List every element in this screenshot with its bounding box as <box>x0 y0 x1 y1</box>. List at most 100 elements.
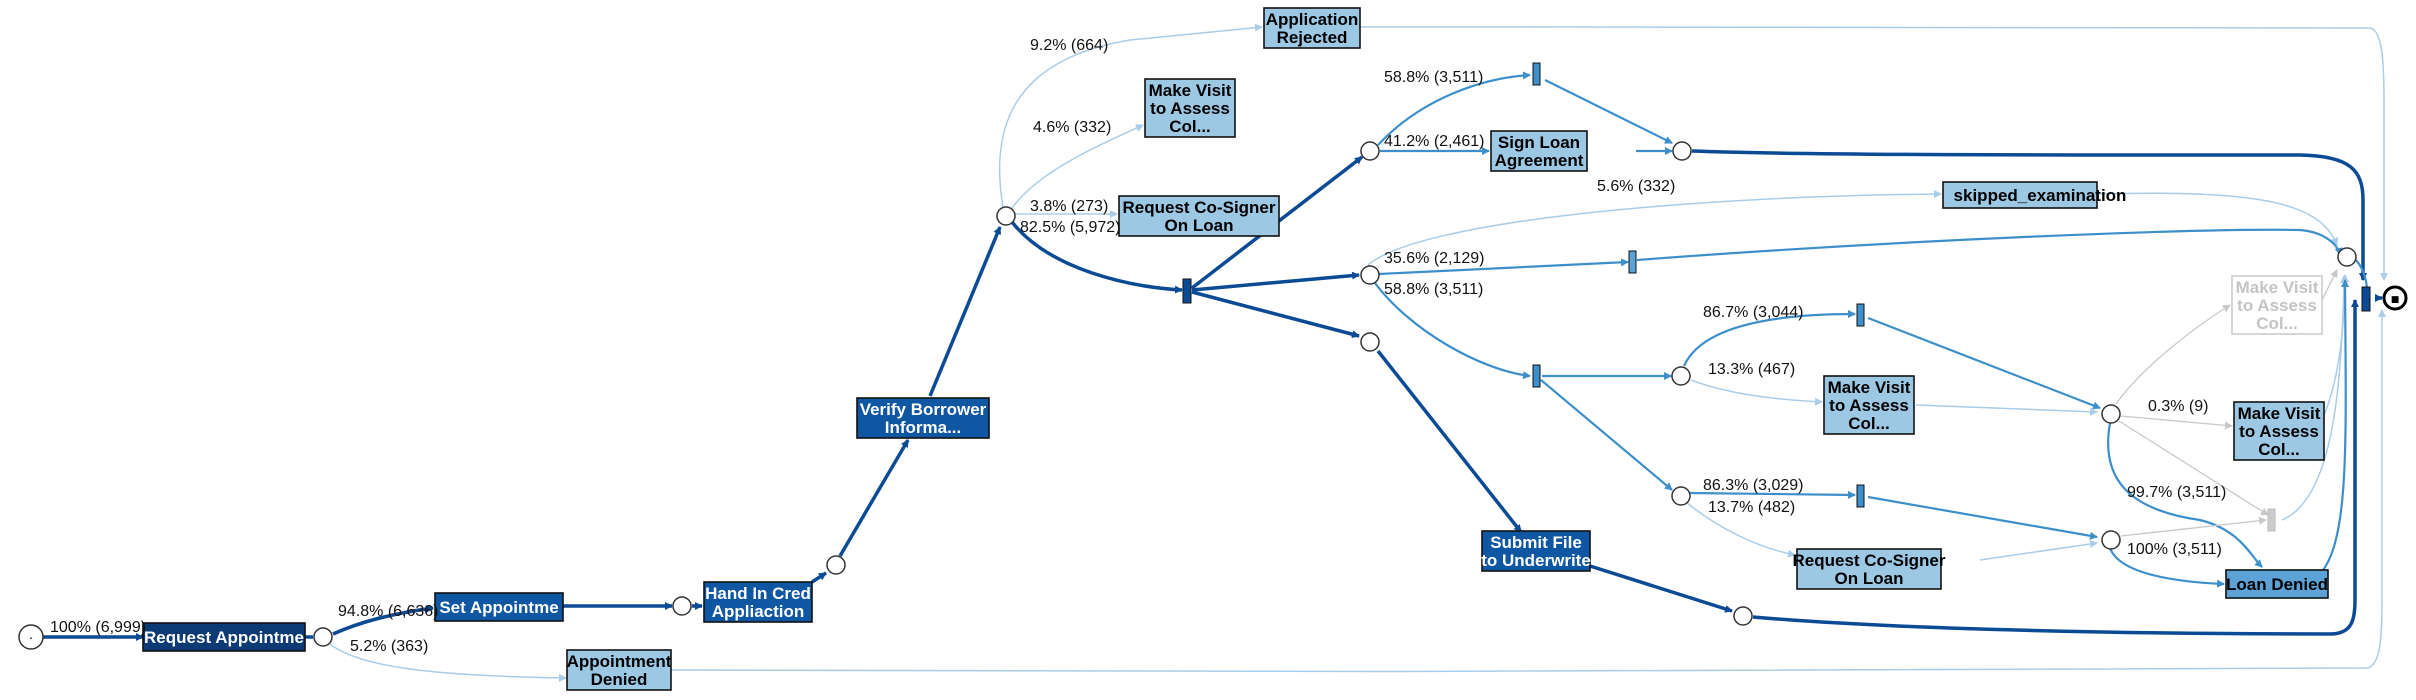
activity-label: Col... <box>1169 117 1211 136</box>
place-h[interactable] <box>2101 404 2121 424</box>
arc-rejected-end <box>1359 26 2388 281</box>
arc-tau-placeE <box>1636 228 2343 262</box>
arc-placeH-ftau <box>2118 420 2269 516</box>
place-after-request[interactable] <box>313 627 333 647</box>
place-i[interactable] <box>2101 530 2121 550</box>
activity-label: Col... <box>2258 440 2300 459</box>
arc-submit-placeJ <box>1589 564 1733 613</box>
edge-label: 58.8% (3,511) <box>1384 281 1483 298</box>
silent-transitions <box>1182 62 2371 532</box>
tau-top[interactable] <box>1532 62 1541 86</box>
activity-label: On Loan <box>1835 569 1904 588</box>
svg-text:skipped_examination: skipped_examination <box>1954 186 2127 205</box>
tau-faded[interactable] <box>2267 508 2276 532</box>
arc-placeF-visit2 <box>1690 379 1823 406</box>
place-j[interactable] <box>1733 606 1753 626</box>
activity-label: Rejected <box>1277 28 1348 47</box>
edge-label: 13.7% (482) <box>1708 499 1795 516</box>
arc-placeB-skipped <box>1367 190 1942 266</box>
arc-and-placeB <box>1191 271 1360 292</box>
edge-label: 100% (6,999) <box>50 619 146 636</box>
activity-skipped-examination[interactable]: skipped_examination <box>1942 181 2127 209</box>
activity-label: On Loan <box>1165 216 1234 235</box>
edge-label: 100% (3,511) <box>2127 541 2222 558</box>
place-g[interactable] <box>1671 486 1691 506</box>
arc-placeC-submit <box>1376 349 1523 534</box>
tau-upper[interactable] <box>1856 303 1865 327</box>
end-place-label: ■ <box>2391 295 2400 305</box>
activity-label: Make Visit <box>1828 378 1911 397</box>
arc-place-denied <box>329 643 567 682</box>
place-c[interactable] <box>1360 332 1380 352</box>
arc-place-rejected <box>998 23 1263 208</box>
activity-loan-denied[interactable]: Loan Denied <box>2225 569 2329 599</box>
place-e[interactable] <box>2337 247 2357 267</box>
and-join-end[interactable] <box>2361 286 2371 312</box>
edge-label: 35.6% (2,129) <box>1384 250 1485 267</box>
arc-placeD-end <box>1691 149 2367 281</box>
activity-label: Submit File <box>1490 533 1582 552</box>
arc-place-verify <box>838 439 910 557</box>
and-split-2[interactable] <box>1532 364 1541 388</box>
edge-label: 13.3% (467) <box>1708 361 1795 378</box>
arc-cosigner2-placeI <box>1979 540 2098 561</box>
activity-label: Verify Borrower <box>860 400 987 419</box>
activity-label: Col... <box>1848 414 1890 433</box>
arc-placeH-faded <box>2115 304 2231 405</box>
activity-label: Request Appointme <box>144 628 304 647</box>
activity-request-appointment[interactable]: Request Appointme <box>142 622 306 652</box>
edge-label: 3.8% (273) <box>1030 198 1108 215</box>
arc-placeF-tau <box>1682 310 1856 367</box>
place-after-handin[interactable] <box>826 555 846 575</box>
edge-label: 94.8% (6,636) <box>338 603 439 620</box>
edge-label: 82.5% (5,972) <box>1020 219 1121 236</box>
edge-label: 9.2% (664) <box>1030 37 1108 54</box>
place-f[interactable] <box>1671 366 1691 386</box>
tau-lower[interactable] <box>1856 484 1865 508</box>
activity-label: Appliaction <box>712 602 805 621</box>
arc-faded-placeE <box>2321 269 2338 301</box>
activities: Request Appointme Set Appointme Appointm… <box>142 7 2329 691</box>
end-place[interactable] <box>2382 285 2408 311</box>
place-after-verify[interactable] <box>996 206 1016 226</box>
arc-denied-placeE <box>2319 279 2350 575</box>
tau-mid[interactable] <box>1628 250 1637 274</box>
places: · ■ <box>18 141 2408 650</box>
place-a[interactable] <box>1360 141 1380 161</box>
activity-label: to Assess <box>2239 422 2319 441</box>
activity-set-appointment[interactable]: Set Appointme <box>434 592 564 622</box>
svg-text:Request Appointme: Request Appointme <box>144 628 304 647</box>
place-d[interactable] <box>1672 141 1692 161</box>
arc-placeG-tau <box>1688 490 1856 499</box>
place-b[interactable] <box>1360 265 1380 285</box>
and-split-main[interactable] <box>1182 278 1192 304</box>
start-place[interactable] <box>18 624 44 650</box>
place-after-set[interactable] <box>672 596 692 616</box>
activity-label: skipped_examination <box>1954 186 2127 205</box>
arc-placeH-visit3 <box>2120 415 2233 430</box>
arc-place-set <box>332 605 434 636</box>
arc-verify-place <box>928 226 1002 397</box>
activity-label: Request Co-Signer <box>1792 551 1945 570</box>
